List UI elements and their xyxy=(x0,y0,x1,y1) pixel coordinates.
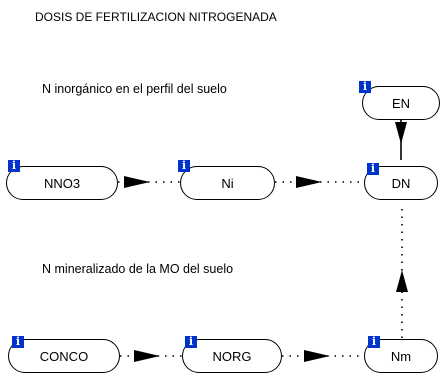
info-icon[interactable]: i xyxy=(178,160,190,172)
node-en[interactable]: EN xyxy=(362,86,440,120)
arrowhead-ni-dn xyxy=(296,176,322,188)
info-icon[interactable]: i xyxy=(185,336,197,348)
node-nm-label: Nm xyxy=(390,348,412,364)
info-icon[interactable]: i xyxy=(368,336,380,348)
info-icon[interactable]: i xyxy=(367,163,379,175)
info-icon[interactable]: i xyxy=(359,81,371,93)
inorganic-n-label: N inorgánico en el perfil del suelo xyxy=(42,82,227,96)
node-ni[interactable]: Ni xyxy=(180,166,275,200)
node-ni-label: Ni xyxy=(221,175,234,191)
node-dn-label: DN xyxy=(391,175,411,191)
info-icon[interactable]: i xyxy=(12,336,24,348)
mineralized-n-label: N mineralizado de la MO del suelo xyxy=(42,262,234,276)
arrowhead-conco-norg xyxy=(134,350,160,362)
node-en-label: EN xyxy=(391,95,411,111)
info-icon[interactable]: i xyxy=(8,160,20,172)
node-nm[interactable]: Nm xyxy=(364,339,438,373)
node-conco[interactable]: CONCO xyxy=(8,339,120,373)
node-nno3-label: NNO3 xyxy=(43,175,81,191)
arrowhead-nm-dn xyxy=(396,270,408,292)
diagram-title: DOSIS DE FERTILIZACION NITROGENADA xyxy=(35,10,277,24)
arrowhead-dn-en xyxy=(395,122,407,144)
arrowhead-nno3-ni xyxy=(124,176,150,188)
node-norg[interactable]: NORG xyxy=(182,339,282,373)
node-nno3[interactable]: NNO3 xyxy=(6,166,118,200)
arrowhead-norg-nm xyxy=(304,350,330,362)
node-norg-label: NORG xyxy=(212,348,252,364)
node-conco-label: CONCO xyxy=(39,348,89,364)
